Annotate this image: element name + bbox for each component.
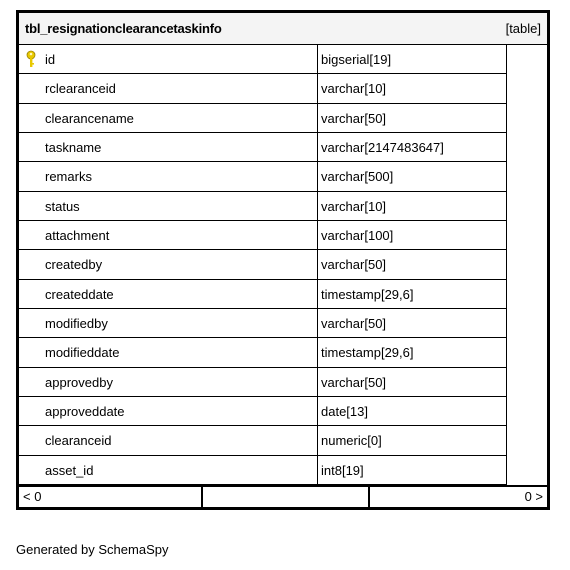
column-row[interactable]: attachment varchar[100] xyxy=(19,221,547,251)
column-name: createdby xyxy=(45,257,103,273)
column-name: attachment xyxy=(45,228,110,244)
schema-table-box: tbl_resignationclearancetaskinfo [table]… xyxy=(16,10,550,510)
generated-by-label: Generated by SchemaSpy xyxy=(16,542,169,557)
column-type: bigserial[19] xyxy=(321,52,392,67)
column-name: remarks xyxy=(45,169,92,185)
column-type-cell: varchar[2147483647] xyxy=(318,133,507,163)
column-name-cell: attachment xyxy=(19,221,318,251)
column-type: varchar[2147483647] xyxy=(321,140,444,156)
column-row[interactable]: approvedby varchar[50] xyxy=(19,367,547,398)
column-row[interactable]: clearancename varchar[50] xyxy=(19,103,547,134)
column-type: varchar[10] xyxy=(321,81,387,97)
column-type: varchar[10] xyxy=(321,198,387,214)
column-type-cell: varchar[50] xyxy=(318,103,507,134)
column-type-cell: varchar[100] xyxy=(318,221,507,251)
column-type: varchar[100] xyxy=(321,228,394,244)
column-type: varchar[50] xyxy=(321,257,387,273)
column-type: varchar[50] xyxy=(321,374,387,390)
column-name: clearancename xyxy=(45,110,134,126)
column-type-cell: varchar[50] xyxy=(318,309,507,339)
column-row[interactable]: modifiedby varchar[50] xyxy=(19,309,547,339)
column-type-cell: varchar[10] xyxy=(318,74,507,104)
column-type-cell: varchar[50] xyxy=(318,250,507,280)
column-type: numeric[0] xyxy=(321,433,382,449)
column-row[interactable]: status varchar[10] xyxy=(19,191,547,222)
column-type: timestamp[29,6] xyxy=(321,345,414,361)
column-name-cell: clearanceid xyxy=(19,426,318,456)
column-row[interactable]: createddate timestamp[29,6] xyxy=(19,279,547,310)
column-name-cell: approveddate xyxy=(19,397,318,427)
column-type: date[13] xyxy=(321,404,368,420)
column-name: status xyxy=(45,198,80,214)
column-list: id bigserial[19] rclearanceid varchar[10] cl… xyxy=(19,45,547,486)
column-name-cell: remarks xyxy=(19,162,318,192)
column-type: varchar[50] xyxy=(321,110,387,126)
column-row[interactable]: taskname varchar[2147483647] xyxy=(19,133,547,163)
column-type-cell: numeric[0] xyxy=(318,426,507,456)
column-name: approveddate xyxy=(45,404,125,420)
column-name-cell: status xyxy=(19,191,318,222)
key-icon xyxy=(26,50,36,67)
column-name: clearanceid xyxy=(45,433,112,449)
column-name-cell: clearancename xyxy=(19,103,318,134)
column-row[interactable]: approveddate date[13] xyxy=(19,397,547,427)
column-name-cell: createdby xyxy=(19,250,318,280)
column-row[interactable]: rclearanceid varchar[10] xyxy=(19,74,547,104)
column-name-cell: modifieddate xyxy=(19,338,318,368)
column-name-cell: modifiedby xyxy=(19,309,318,339)
column-name: taskname xyxy=(45,140,102,156)
column-type: varchar[50] xyxy=(321,316,387,332)
column-type-cell: varchar[50] xyxy=(318,367,507,398)
children-count[interactable]: 0 > xyxy=(524,489,543,504)
column-name-cell: asset_id xyxy=(19,455,318,486)
table-footer: < 0 0 > xyxy=(19,485,547,507)
column-name: modifieddate xyxy=(45,345,120,361)
column-type-cell: int8[19] xyxy=(318,455,507,486)
column-name: id xyxy=(45,52,56,67)
column-name-cell: id xyxy=(19,45,318,75)
column-type-cell: timestamp[29,6] xyxy=(318,279,507,310)
column-row[interactable]: modifieddate timestamp[29,6] xyxy=(19,338,547,368)
column-type-cell: date[13] xyxy=(318,397,507,427)
column-type-cell: varchar[500] xyxy=(318,162,507,192)
column-type-cell: varchar[10] xyxy=(318,191,507,222)
column-name: rclearanceid xyxy=(45,81,116,97)
column-name-cell: rclearanceid xyxy=(19,74,318,104)
parents-count[interactable]: < 0 xyxy=(23,489,42,504)
column-row[interactable]: remarks varchar[500] xyxy=(19,162,547,192)
column-type-cell: bigserial[19] xyxy=(318,45,507,75)
column-name: modifiedby xyxy=(45,316,108,332)
column-type: int8[19] xyxy=(321,462,364,478)
column-name: approvedby xyxy=(45,374,113,390)
table-name[interactable]: tbl_resignationclearancetaskinfo xyxy=(25,21,222,36)
column-name-cell: approvedby xyxy=(19,367,318,398)
table-header: tbl_resignationclearancetaskinfo [table] xyxy=(19,13,547,45)
table-kind-label: [table] xyxy=(505,21,541,36)
column-type: varchar[500] xyxy=(321,169,394,185)
column-row[interactable]: createdby varchar[50] xyxy=(19,250,547,280)
column-name: asset_id xyxy=(45,462,94,478)
column-type-cell: timestamp[29,6] xyxy=(318,338,507,368)
footer-divider xyxy=(201,487,203,507)
column-row[interactable]: id bigserial[19] xyxy=(19,45,547,75)
column-row[interactable]: clearanceid numeric[0] xyxy=(19,426,547,456)
column-row[interactable]: asset_id int8[19] xyxy=(19,455,547,486)
column-name-cell: taskname xyxy=(19,133,318,163)
column-type: timestamp[29,6] xyxy=(321,286,414,302)
column-name-cell: createddate xyxy=(19,279,318,310)
footer-divider xyxy=(368,487,370,507)
column-name: createddate xyxy=(45,286,114,302)
